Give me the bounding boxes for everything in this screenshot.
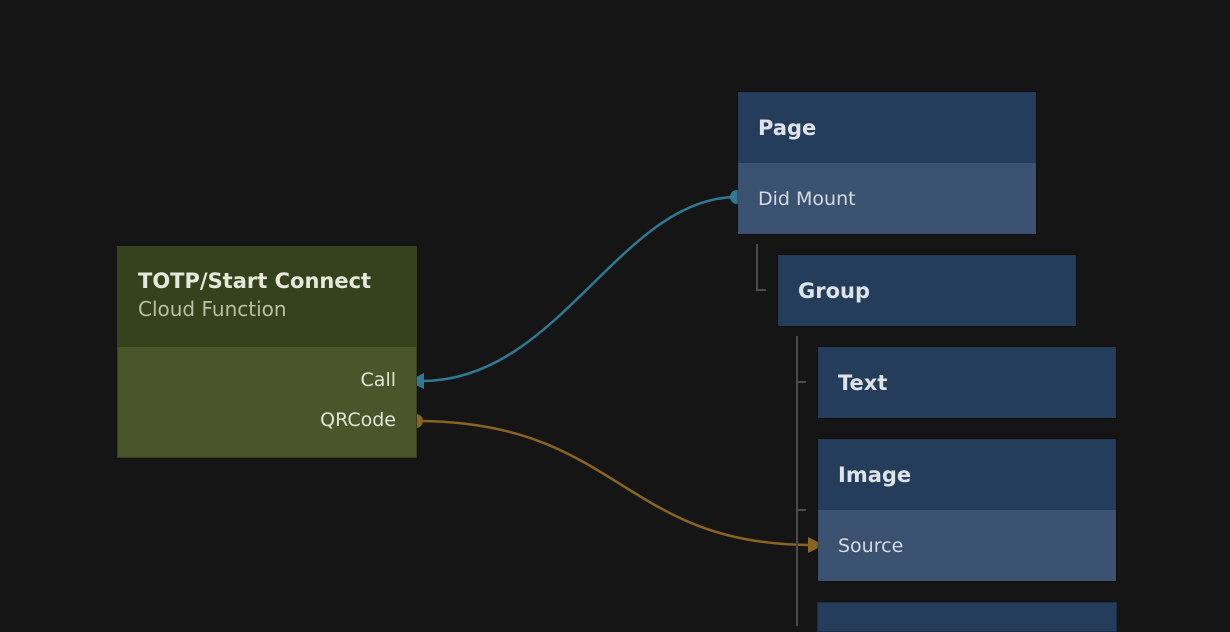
cloud-function-node[interactable]: TOTP/Start Connect Cloud Function Call Q…: [117, 246, 417, 458]
node-subtitle: Cloud Function: [138, 297, 287, 321]
group-node[interactable]: Group: [777, 254, 1077, 327]
tree-connector: [756, 244, 758, 291]
node-title: Group: [778, 255, 1076, 326]
tree-connector: [796, 509, 806, 511]
tree-connector: [756, 289, 766, 291]
node-title: Page: [738, 92, 1036, 163]
partial-node[interactable]: [817, 602, 1117, 632]
page-node[interactable]: Page Did Mount: [737, 91, 1037, 235]
tree-connector: [796, 381, 806, 383]
port-qrcode[interactable]: QRCode: [320, 409, 396, 431]
source-arrow-icon: [808, 537, 824, 553]
tree-connector: [796, 336, 798, 626]
port-did-mount[interactable]: Did Mount: [738, 163, 1036, 234]
signal-connection[interactable]: [421, 195, 738, 383]
node-title: Image: [818, 439, 1116, 510]
node-header: TOTP/Start Connect Cloud Function: [118, 247, 416, 347]
node-title: TOTP/Start Connect: [138, 269, 372, 293]
port-source[interactable]: Source: [818, 510, 1116, 581]
image-node[interactable]: Image Source: [817, 438, 1117, 582]
text-node[interactable]: Text: [817, 346, 1117, 419]
node-title: Text: [818, 347, 1116, 418]
port-call[interactable]: Call: [360, 369, 396, 391]
data-connection[interactable]: [415, 419, 813, 547]
